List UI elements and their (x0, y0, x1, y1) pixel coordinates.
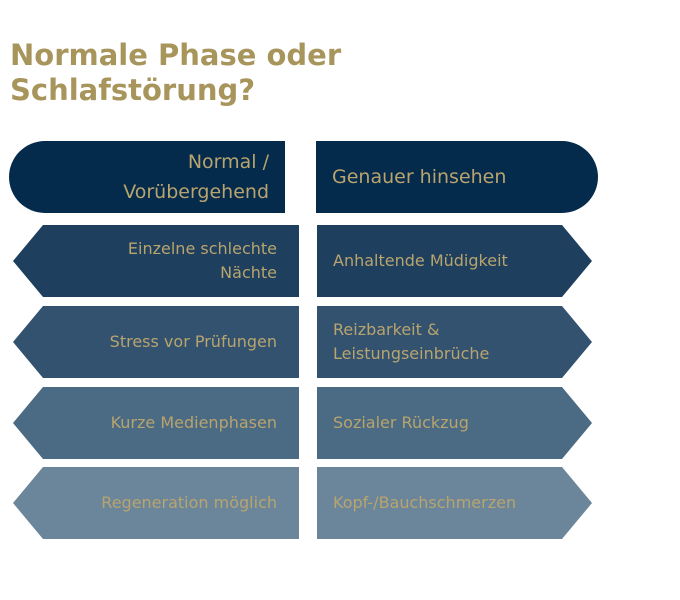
right-arrow-row-2: Reizbarkeit & Leistungseinbrüche (317, 306, 592, 378)
right-row-3-line-1: Sozialer Rückzug (333, 413, 469, 432)
right-row-2-line-2: Leistungseinbrüche (333, 344, 490, 363)
right-row-1-line-1: Anhaltende Müdigkeit (333, 251, 508, 270)
header-genauer-label: Genauer hinsehen (332, 166, 507, 188)
header-genauer-hinsehen: Genauer hinsehen (316, 141, 598, 213)
left-arrow-row-4: Regeneration möglich (13, 467, 299, 539)
left-row-1-line-1: Einzelne schlechte (127, 239, 277, 258)
left-arrow-row-2: Stress vor Prüfungen (13, 306, 299, 378)
header-normal-line-2: Vorübergehend (123, 181, 269, 203)
right-row-2-line-1: Reizbarkeit & (333, 320, 440, 339)
page-title: Normale Phase oder Schlafstörung? (10, 38, 430, 108)
left-arrow-row-1: Einzelne schlechte Nächte (13, 225, 299, 297)
header-normal-line-1: Normal / (187, 151, 269, 173)
left-arrow-row-3: Kurze Medienphasen (13, 387, 299, 459)
title-line-1: Normale Phase oder (10, 38, 342, 72)
right-arrow-row-4: Kopf-/Bauchschmerzen (317, 467, 592, 539)
right-arrow-row-1: Anhaltende Müdigkeit (317, 225, 592, 297)
left-row-2-line-1: Stress vor Prüfungen (109, 332, 277, 351)
left-row-3-line-1: Kurze Medienphasen (110, 413, 277, 432)
left-row-1-line-2: Nächte (220, 263, 277, 282)
right-arrow-row-3: Sozialer Rückzug (317, 387, 592, 459)
right-row-4-line-1: Kopf-/Bauchschmerzen (333, 493, 517, 512)
left-row-4-line-1: Regeneration möglich (101, 493, 277, 512)
title-line-2: Schlafstörung? (10, 73, 256, 107)
header-normal: Normal / Vorübergehend (9, 141, 285, 213)
